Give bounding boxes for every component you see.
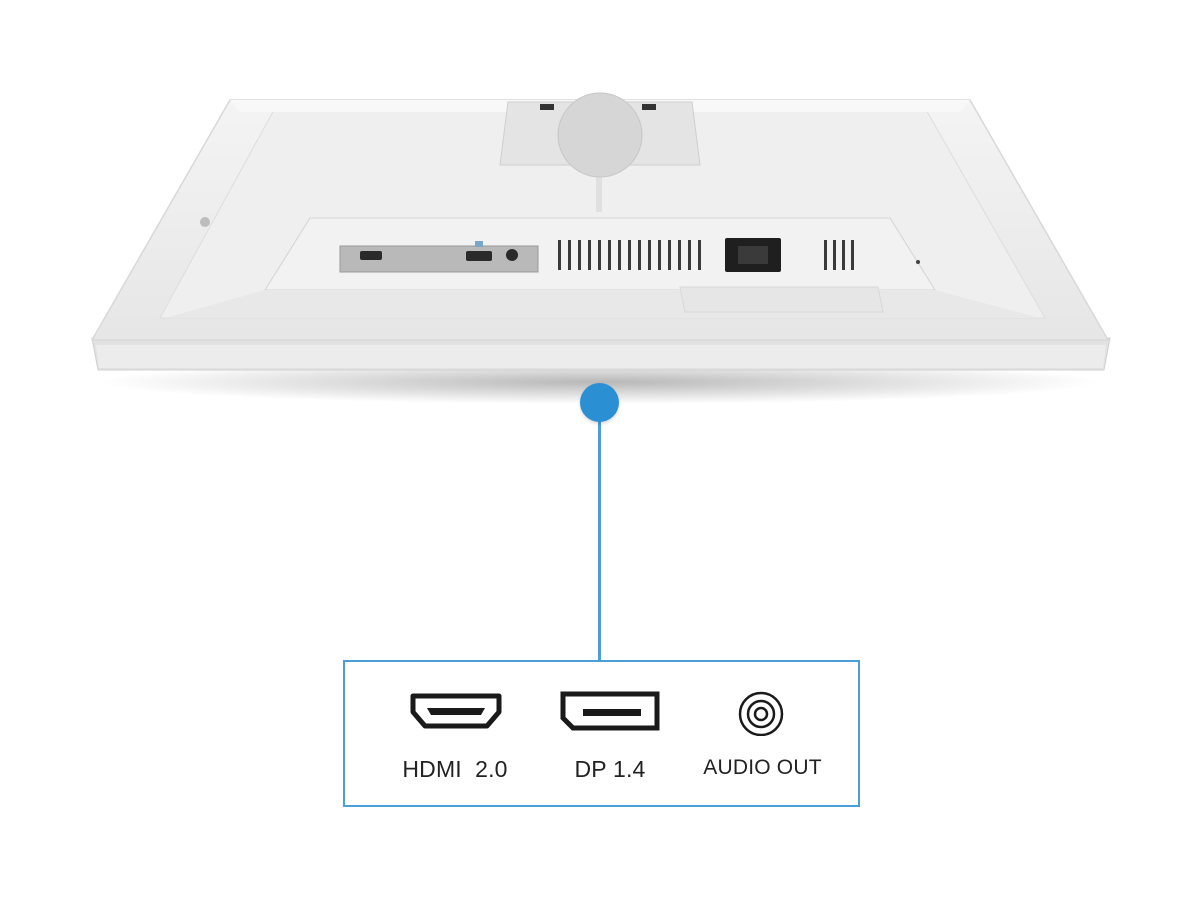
port-displayport: DP 1.4: [535, 662, 685, 809]
port-audio-out: AUDIO OUT: [685, 662, 840, 809]
audio-out-label: AUDIO OUT: [703, 756, 822, 779]
monitor-rear-view: [90, 92, 1111, 404]
displayport-icon: [535, 690, 685, 734]
hdmi-port-icon: [375, 690, 535, 734]
callout-marker: [580, 383, 619, 422]
audio-out-icon: [685, 690, 840, 737]
displayport-label: DP 1.4: [574, 756, 646, 782]
port-hdmi: HDMI 2.0: [375, 662, 535, 809]
callout-line: [598, 412, 601, 662]
hdmi-label: HDMI 2.0: [402, 756, 508, 782]
ports-callout-box: HDMI 2.0 DP 1.4 AUDIO OUT: [343, 660, 860, 807]
